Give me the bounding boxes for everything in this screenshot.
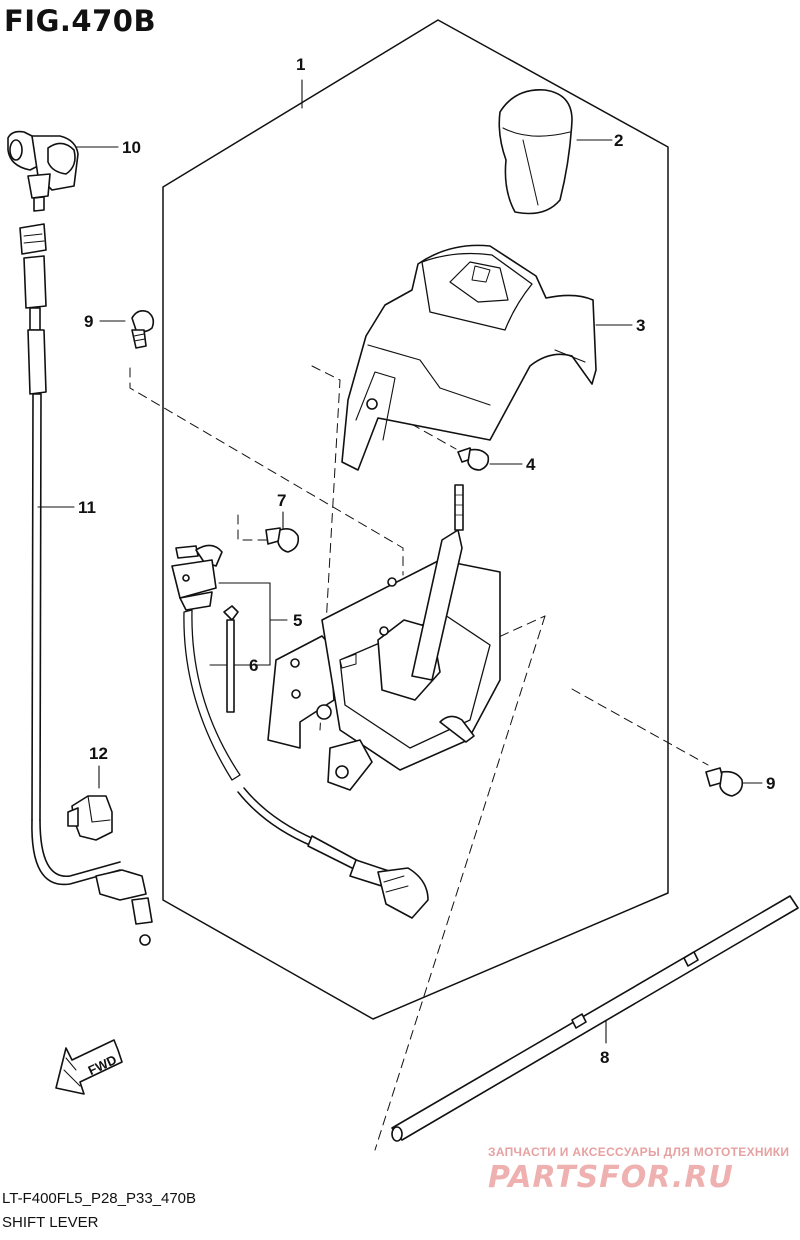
rod-part-8 (391, 895, 799, 1142)
leader-lines (37, 79, 763, 1044)
screw-part-7 (265, 527, 300, 553)
callout-6: 6 (249, 656, 258, 675)
callout-11: 11 (78, 498, 96, 517)
sensor-part-10 (7, 130, 79, 212)
bolt-part-9-lower (705, 767, 744, 797)
assembly-outline (162, 19, 669, 1020)
callout-12: 12 (89, 744, 108, 763)
callout-7: 7 (277, 491, 286, 510)
cable-tie-part-6 (223, 605, 239, 713)
clamp-part-12 (67, 795, 113, 841)
callout-2: 2 (614, 131, 623, 150)
screw-part-4 (457, 447, 490, 471)
callout-5: 5 (293, 611, 302, 630)
callout-8: 8 (600, 1048, 609, 1067)
callout-4: 4 (526, 455, 536, 474)
switch-part-5 (171, 544, 429, 919)
callout-9a: 9 (84, 312, 93, 331)
shift-lever-bracket (267, 484, 501, 791)
watermark-tagline: ЗАПЧАСТИ И АКСЕССУАРЫ ДЛЯ МОТОТЕХНИКИ (488, 1145, 790, 1159)
callout-10: 10 (122, 138, 141, 157)
forward-arrow-icon: FWD (55, 1039, 123, 1095)
callout-3: 3 (636, 316, 645, 335)
watermark-logo: PARTSFOR.RU (488, 1160, 734, 1195)
bolt-part-9-upper (131, 310, 155, 349)
shift-cover (341, 244, 597, 471)
callout-labels: 1 2 3 4 5 6 7 8 9 9 10 11 12 (78, 55, 775, 1067)
shift-knob (498, 89, 573, 215)
figure-title: FIG.470B (4, 4, 157, 38)
callout-9b: 9 (766, 774, 775, 793)
callout-1: 1 (296, 55, 305, 74)
cable-part-11 (19, 223, 153, 946)
diagram-code: LT-F400FL5_P28_P33_470B (2, 1190, 197, 1207)
diagram-name: SHIFT LEVER (2, 1214, 99, 1231)
